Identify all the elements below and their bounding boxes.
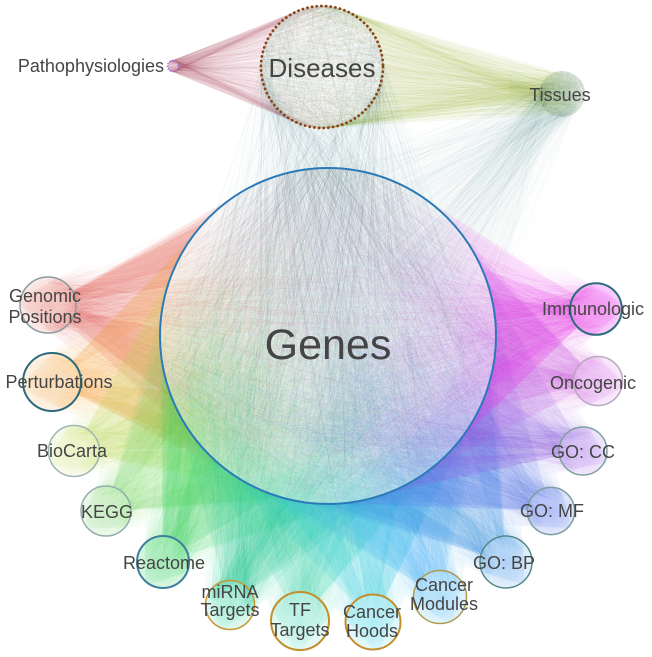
svg-text:Positions: Positions	[8, 307, 81, 327]
svg-text:Cancer: Cancer	[415, 575, 473, 595]
svg-text:Modules: Modules	[410, 594, 478, 614]
svg-text:GO: BP: GO: BP	[473, 553, 535, 573]
svg-text:Hoods: Hoods	[346, 621, 398, 641]
svg-text:Tissues: Tissues	[529, 85, 590, 105]
svg-text:Immunologic: Immunologic	[542, 299, 644, 319]
svg-text:Perturbations: Perturbations	[5, 372, 112, 392]
svg-text:Pathophysiologies: Pathophysiologies	[18, 56, 164, 76]
svg-text:KEGG: KEGG	[81, 502, 133, 522]
svg-text:GO: CC: GO: CC	[551, 442, 615, 462]
svg-text:miRNA: miRNA	[202, 582, 259, 602]
svg-text:Cancer: Cancer	[343, 602, 401, 622]
svg-text:BioCarta: BioCarta	[37, 441, 108, 461]
svg-text:Genes: Genes	[265, 321, 392, 369]
svg-text:Targets: Targets	[270, 620, 329, 640]
svg-text:Genomic: Genomic	[9, 286, 81, 306]
svg-text:Diseases: Diseases	[269, 53, 376, 83]
svg-text:Reactome: Reactome	[123, 553, 205, 573]
svg-text:Targets: Targets	[200, 600, 259, 620]
svg-text:TF: TF	[289, 600, 311, 620]
svg-text:GO: MF: GO: MF	[520, 501, 584, 521]
svg-text:Oncogenic: Oncogenic	[550, 373, 636, 393]
